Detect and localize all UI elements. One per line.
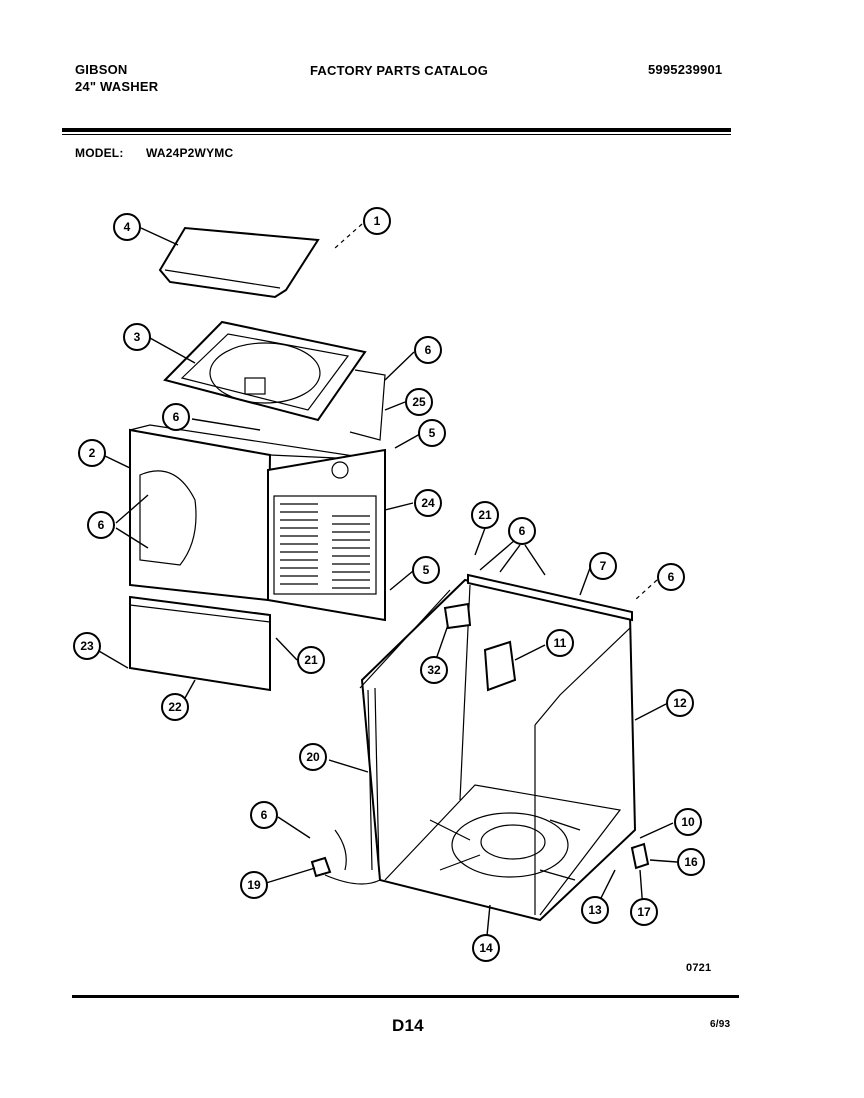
callout-25: 25: [405, 388, 433, 416]
svg-text:7: 7: [600, 559, 607, 573]
cabinet-front-panel: [129, 428, 272, 602]
callout-10: 10: [674, 808, 702, 836]
svg-text:6: 6: [98, 518, 105, 532]
top-frame-part: [163, 320, 367, 422]
svg-text:5: 5: [423, 563, 430, 577]
svg-text:3: 3: [134, 330, 141, 344]
svg-text:6: 6: [173, 410, 180, 424]
callout-14: 14: [472, 934, 500, 962]
bracket-32-part: [443, 602, 472, 630]
svg-text:14: 14: [479, 941, 493, 955]
callout-11: 11: [546, 629, 574, 657]
brand-name: GIBSON: [75, 62, 128, 77]
callout-19: 19: [240, 871, 268, 899]
control-panel-part: [267, 448, 386, 622]
rear-rail-part: [467, 573, 633, 622]
catalog-title: FACTORY PARTS CATALOG: [310, 63, 489, 78]
svg-text:1: 1: [374, 214, 381, 228]
callout-6: 6: [414, 336, 442, 364]
page-code: D14: [392, 1016, 424, 1035]
lower-front-panel: [129, 595, 271, 692]
callout-6: 6: [508, 517, 536, 545]
svg-text:19: 19: [247, 878, 261, 892]
lid-part: [158, 226, 320, 299]
svg-text:24: 24: [421, 496, 435, 510]
drawing-code: 0721: [686, 962, 712, 974]
main-cabinet: [360, 578, 637, 922]
callout-4: 4: [113, 213, 141, 241]
svg-text:25: 25: [412, 395, 426, 409]
svg-text:22: 22: [168, 700, 182, 714]
callout-6: 6: [87, 511, 115, 539]
svg-text:5: 5: [429, 426, 436, 440]
svg-text:2: 2: [89, 446, 96, 460]
model-label: MODEL:: [75, 146, 124, 160]
callout-32: 32: [420, 656, 448, 684]
catalog-number: 5995239901: [648, 62, 723, 77]
callout-6: 6: [657, 563, 685, 591]
product-name: 24" WASHER: [75, 79, 159, 94]
callout-22: 22: [161, 693, 189, 721]
leveling-leg-part: [630, 842, 650, 870]
callout-24: 24: [414, 489, 442, 517]
callout-21: 21: [297, 646, 325, 674]
callout-21: 21: [471, 501, 499, 529]
callout-17: 17: [630, 898, 658, 926]
callout-12: 12: [666, 689, 694, 717]
svg-text:17: 17: [637, 905, 651, 919]
svg-text:21: 21: [478, 508, 492, 522]
callout-6: 6: [162, 403, 190, 431]
svg-text:12: 12: [673, 696, 687, 710]
svg-text:6: 6: [261, 808, 268, 822]
callout-20: 20: [299, 743, 327, 771]
svg-text:6: 6: [519, 524, 526, 538]
svg-text:6: 6: [668, 570, 675, 584]
svg-text:6: 6: [425, 343, 432, 357]
svg-text:20: 20: [306, 750, 320, 764]
vent-grille: [280, 503, 370, 589]
callout-16: 16: [677, 848, 705, 876]
callout-5: 5: [418, 419, 446, 447]
svg-text:32: 32: [427, 663, 441, 677]
callout-3: 3: [123, 323, 151, 351]
callout-2: 2: [78, 439, 106, 467]
callout-13: 13: [581, 896, 609, 924]
bracket-11-part: [483, 640, 517, 692]
footer-rule: [72, 995, 739, 998]
hose-clip-part: [310, 856, 332, 878]
svg-text:10: 10: [681, 815, 695, 829]
callout-6: 6: [250, 801, 278, 829]
callout-5: 5: [412, 556, 440, 584]
svg-text:11: 11: [554, 636, 567, 650]
svg-text:13: 13: [588, 903, 602, 917]
svg-text:23: 23: [80, 639, 94, 653]
svg-text:16: 16: [684, 855, 698, 869]
svg-text:4: 4: [124, 220, 131, 234]
callout-1: 1: [363, 207, 391, 235]
callout-7: 7: [589, 552, 617, 580]
header-rule: [62, 128, 731, 132]
model-number: WA24P2WYMC: [146, 146, 234, 160]
footer-date: 6/93: [710, 1019, 731, 1030]
callout-23: 23: [73, 632, 101, 660]
bracket-part: [349, 369, 386, 441]
svg-text:21: 21: [304, 653, 318, 667]
header-rule-thin: [62, 134, 731, 135]
